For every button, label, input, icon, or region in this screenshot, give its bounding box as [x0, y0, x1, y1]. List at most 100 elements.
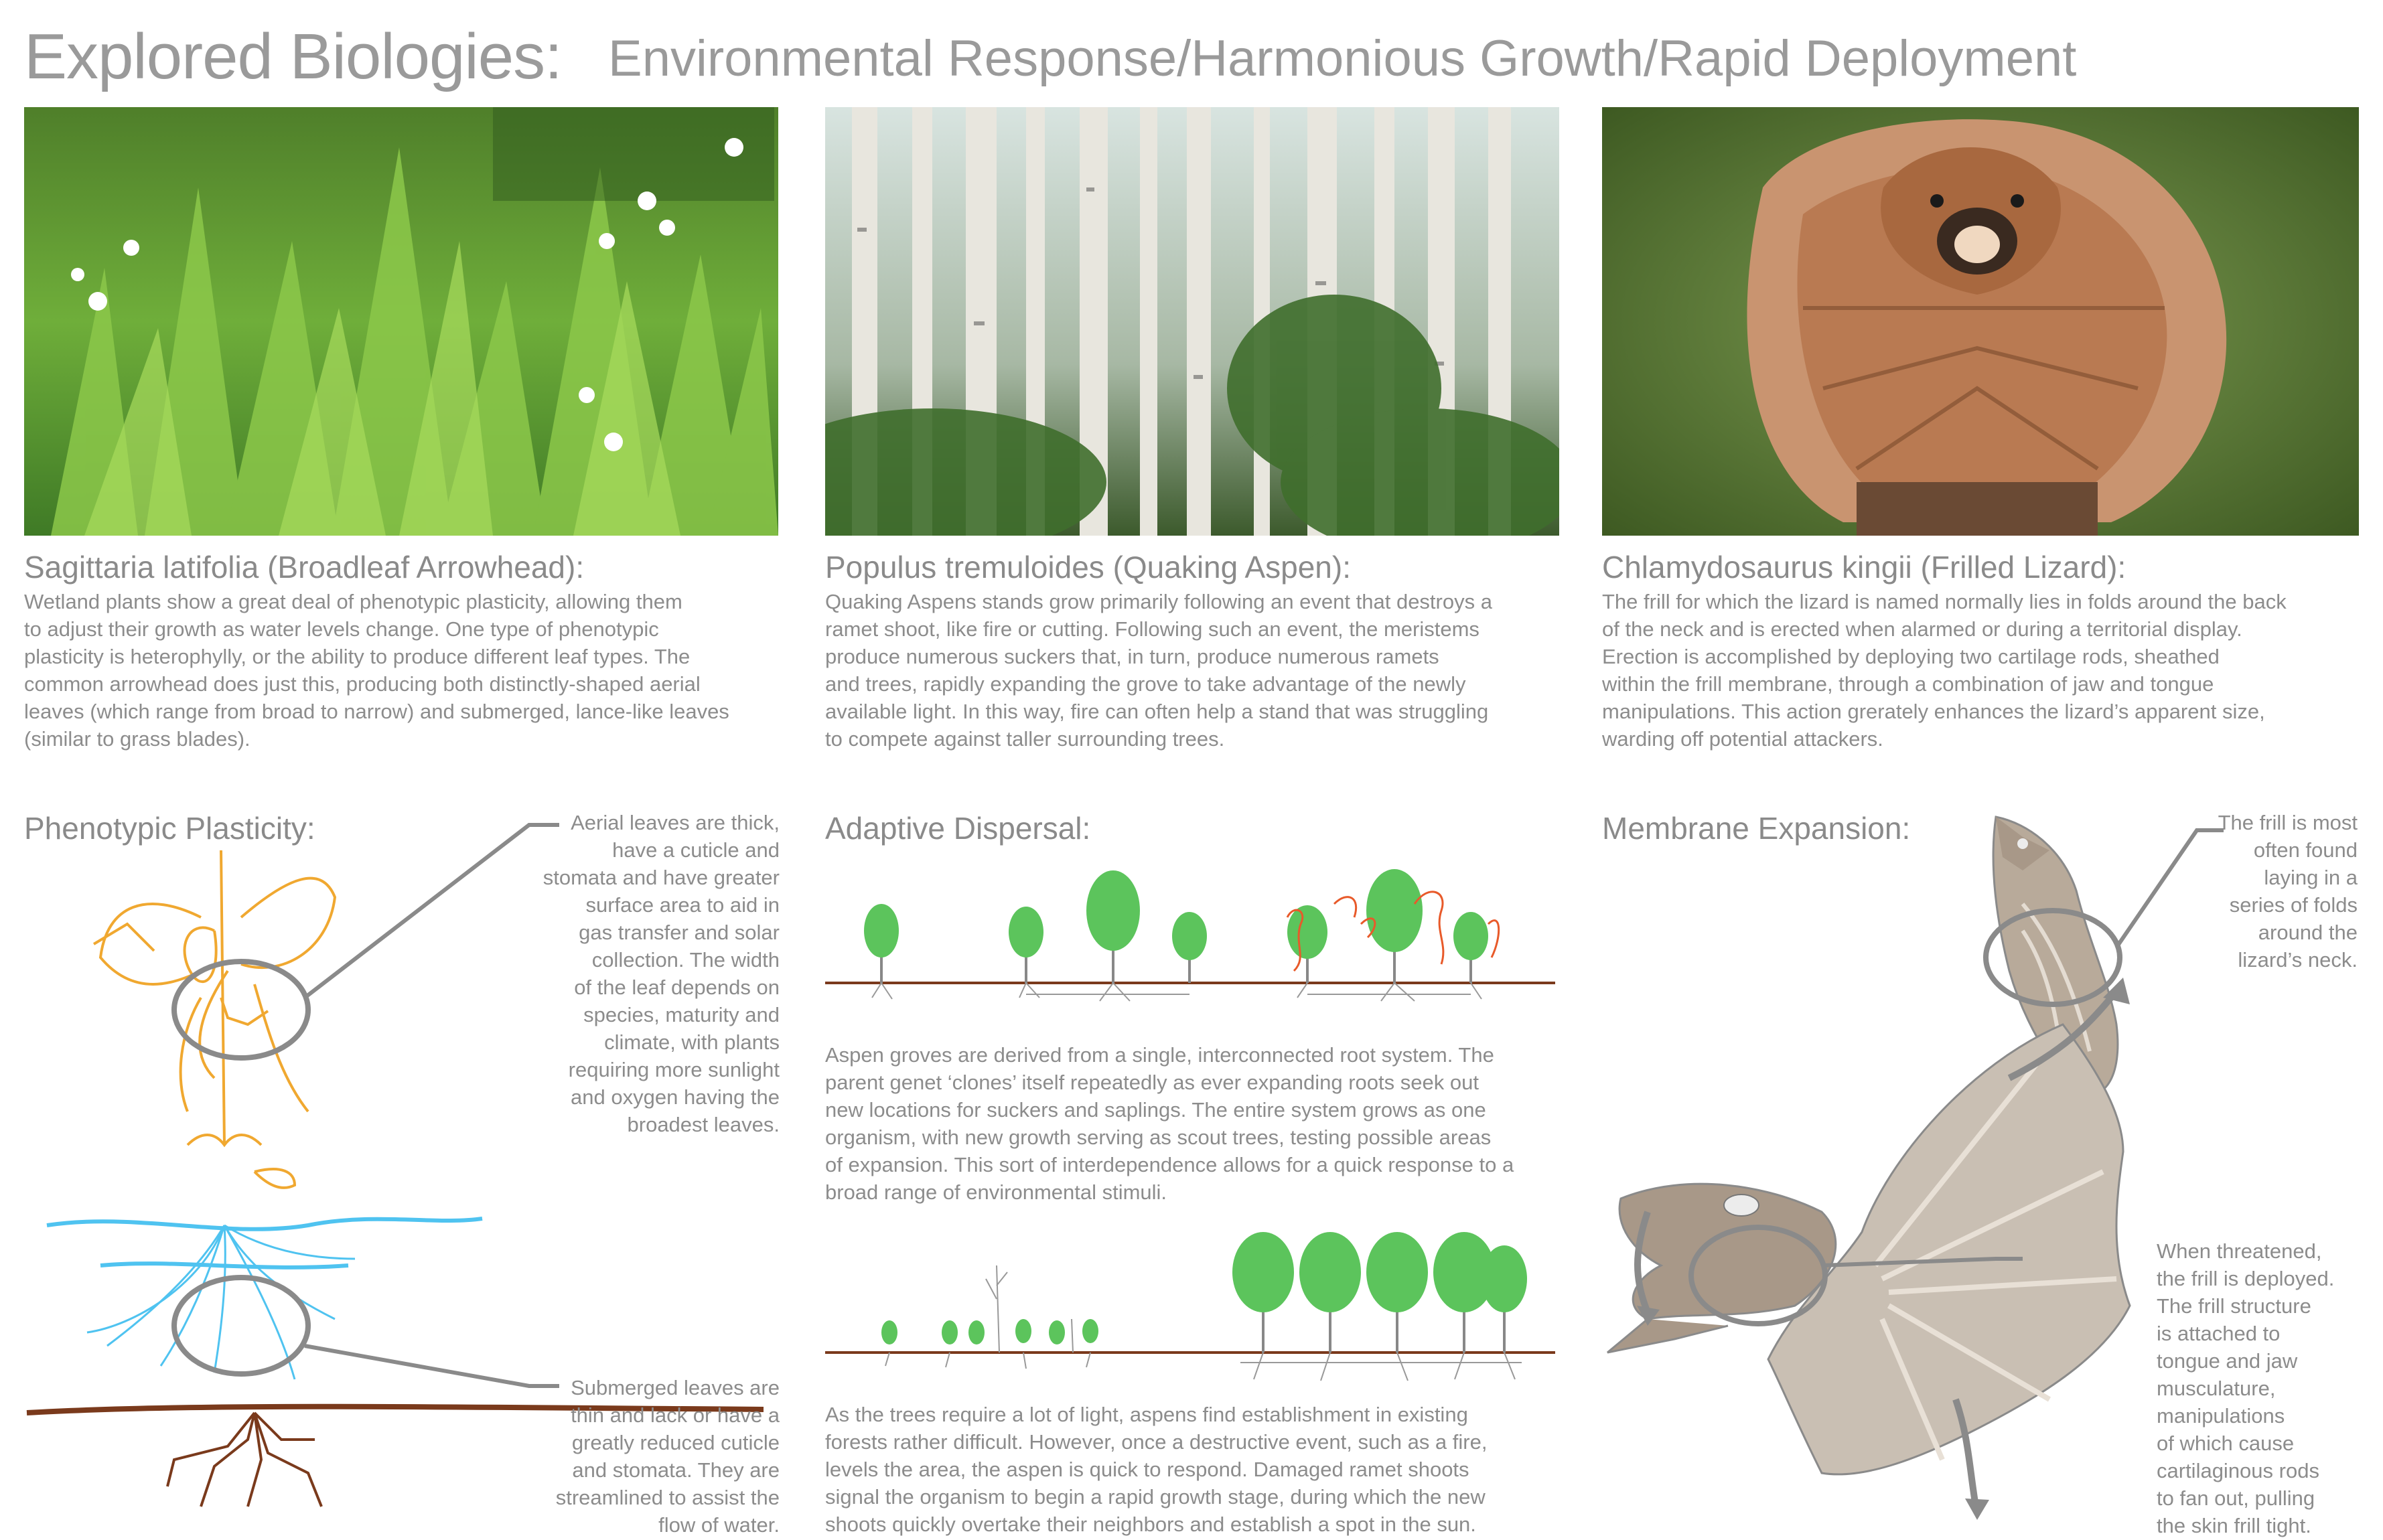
lizard-heading: Chlamydosaurus kingii (Frilled Lizard): — [1602, 550, 2126, 585]
text-line: plasticity is heterophylly, or the abili… — [24, 645, 691, 668]
roots — [166, 1411, 323, 1507]
text-line: levels the area, the aspen is quick to r… — [825, 1458, 1469, 1481]
text-line: to compete against taller surrounding tr… — [825, 727, 1225, 751]
text-line: Aspen groves are derived from a single, … — [825, 1043, 1494, 1067]
text-line: climate, with plants — [604, 1030, 780, 1054]
text-line: often found — [2253, 838, 2358, 862]
folded-frill-callout: The frill is most often found laying in … — [2170, 809, 2358, 974]
grove-roots — [885, 1352, 1522, 1381]
text-line: signal the organism to begin a rapid gro… — [825, 1485, 1486, 1509]
callout-line-deployed — [1821, 1257, 2023, 1267]
text-line: the skin frill tight. — [2157, 1514, 2311, 1537]
text-line: within the frill membrane, through a com… — [1602, 672, 2214, 696]
text-line: When threatened, — [2157, 1239, 2322, 1263]
text-line: shoots quickly overtake their neighbors … — [825, 1513, 1476, 1536]
phenotypic-plasticity-heading: Phenotypic Plasticity: — [24, 811, 315, 846]
callout-line-folded — [2114, 828, 2224, 949]
aspen-growth-diagram-top — [825, 869, 1555, 1002]
text-line: warding off potential attackers. — [1602, 727, 1883, 751]
text-line: laying in a — [2264, 866, 2358, 889]
arrow-heads — [1637, 978, 2130, 1520]
deployed-frill-callout: When threatened, the frill is deployed. … — [2157, 1237, 2371, 1539]
arrowhead-diagram — [26, 823, 764, 1507]
text-line: produce numerous suckers that, in turn, … — [825, 645, 1439, 668]
text-line: collection. The width — [591, 948, 780, 972]
text-line: Submerged leaves are — [571, 1376, 780, 1399]
aspen-photo — [825, 107, 1559, 536]
text-line: streamlined to assist the — [555, 1486, 780, 1509]
callout-circle-deployed — [1688, 1225, 1828, 1326]
text-line: to adjust their growth as water levels c… — [24, 617, 659, 641]
expansion-arrows — [1634, 988, 2119, 1507]
text-line: broadest leaves. — [627, 1113, 780, 1136]
text-line: flow of water. — [658, 1513, 780, 1537]
text-line: The frill structure — [2157, 1294, 2311, 1318]
text-line: to fan out, pulling — [2157, 1486, 2315, 1510]
text-line: organism, with new growth serving as sco… — [825, 1126, 1492, 1149]
text-line: As the trees require a lot of light, asp… — [825, 1403, 1468, 1426]
lizard-diagram — [1607, 816, 2224, 1520]
arrowhead-body: Wetland plants show a great deal of phen… — [24, 588, 788, 753]
text-line: lizard’s neck. — [2238, 948, 2358, 972]
callout-circle-aerial — [171, 959, 311, 1061]
text-line: around the — [2258, 921, 2358, 944]
text-line: stomata and have greater — [543, 866, 780, 889]
submerged-leaves-callout: Submerged leaves are thin and lack or ha… — [509, 1374, 780, 1539]
lizard-body: The frill for which the lizard is named … — [1602, 588, 2366, 753]
callout-circle-folded — [1983, 908, 2122, 1007]
text-line: broad range of environmental stimuli. — [825, 1180, 1167, 1204]
fire-lines — [1286, 891, 1500, 972]
text-line: musculature, — [2157, 1377, 2276, 1400]
soil-line — [26, 1403, 764, 1415]
adaptive-dispersal-heading: Adaptive Dispersal: — [825, 811, 1091, 846]
small-shoots — [881, 1319, 1098, 1344]
text-line: new locations for suckers and saplings. … — [825, 1098, 1486, 1122]
text-line: of the leaf depends on — [574, 976, 780, 999]
aerial-leaves-callout: Aerial leaves are thick, have a cuticle … — [509, 809, 780, 1138]
root-lines — [871, 982, 1482, 1002]
text-line: of the neck and is erected when alarmed … — [1602, 617, 2242, 641]
text-line: and stomata. They are — [572, 1458, 780, 1482]
text-line: Erection is accomplished by deploying tw… — [1602, 645, 2220, 668]
aerial-leaves — [92, 850, 337, 1189]
tree-group-left — [864, 870, 1207, 983]
page-subtitle: Environmental Response/Harmonious Growth… — [608, 30, 2077, 87]
arrowhead-photo — [24, 107, 778, 536]
text-line: and trees, rapidly expanding the grove t… — [825, 672, 1466, 696]
tree-group-right — [1287, 869, 1488, 983]
text-line: have a cuticle and — [612, 838, 780, 862]
text-line: Quaking Aspens stands grow primarily fol… — [825, 590, 1492, 613]
callout-circle-submerged — [171, 1275, 311, 1377]
text-line: species, maturity and — [583, 1003, 780, 1026]
text-line: cartilaginous rods — [2157, 1459, 2319, 1482]
aspen-establishment-text: As the trees require a lot of light, asp… — [825, 1401, 1575, 1538]
text-line: series of folds — [2229, 893, 2358, 917]
callout-line-aerial — [303, 823, 559, 1000]
text-line: Wetland plants show a great deal of phen… — [24, 590, 682, 613]
lizard-deployed — [1607, 1023, 2131, 1476]
text-line: manipulations — [2157, 1404, 2285, 1428]
water-surface — [46, 1217, 483, 1269]
text-line: common arrowhead does just this, produci… — [24, 672, 701, 696]
aspen-groves-text: Aspen groves are derived from a single, … — [825, 1041, 1575, 1206]
text-line: thin and lack or have a — [571, 1403, 780, 1427]
callout-line-submerged — [304, 1344, 559, 1388]
arrowhead-heading: Sagittaria latifolia (Broadleaf Arrowhea… — [24, 550, 585, 585]
text-line: surface area to aid in — [585, 893, 780, 917]
aspen-body: Quaking Aspens stands grow primarily fol… — [825, 588, 1575, 753]
text-line: requiring more sunlight — [568, 1058, 780, 1081]
text-line: greatly reduced cuticle — [571, 1431, 780, 1454]
text-line: manipulations. This action grerately enh… — [1602, 700, 2265, 723]
text-line: ramet shoot, like fire or cutting. Follo… — [825, 617, 1479, 641]
text-line: forests rather difficult. However, once … — [825, 1430, 1488, 1454]
lizard-photo — [1602, 107, 2359, 536]
text-line: available light. In this way, fire can o… — [825, 700, 1489, 723]
text-line: The frill for which the lizard is named … — [1602, 590, 2287, 613]
text-line: (similar to grass blades). — [24, 727, 250, 751]
text-line: the frill is deployed. — [2157, 1267, 2335, 1290]
text-line: parent genet ‘clones’ itself repeatedly … — [825, 1071, 1479, 1094]
text-line: gas transfer and solar — [579, 921, 780, 944]
aspen-growth-diagram-bottom — [825, 1232, 1555, 1381]
text-line: tongue and jaw — [2157, 1349, 2298, 1373]
text-line: leaves (which range from broad to narrow… — [24, 700, 729, 723]
